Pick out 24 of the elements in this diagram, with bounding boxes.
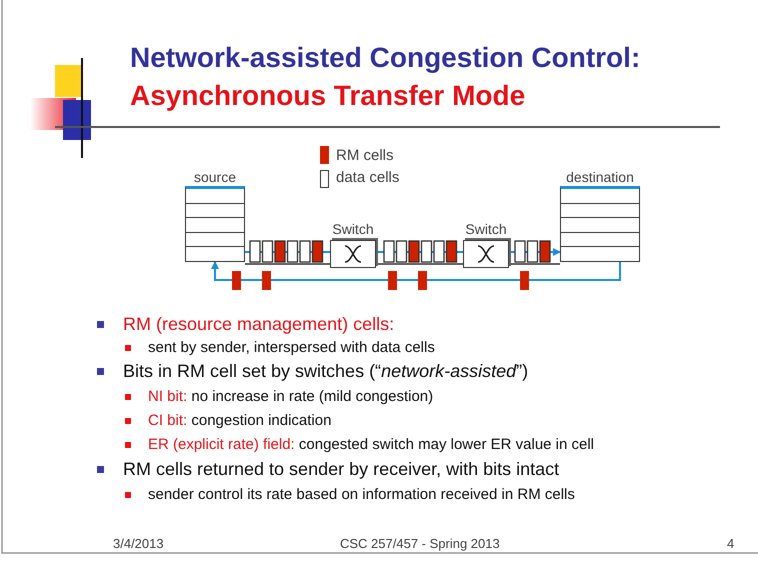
bullet-text: RM cells returned to sender by receiver, with bits intact: [123, 458, 560, 481]
link-line: [376, 263, 463, 265]
bullet-text: sender control its rate based on information received in RM cells: [148, 485, 575, 505]
bullet-text: ER (explicit rate) field: congested switch may lower ER value in cell: [148, 435, 594, 455]
legend-text: RM cells: [336, 147, 394, 164]
footer-course: CSC 257/457 - Spring 2013: [340, 536, 500, 551]
node-label: Switch: [332, 220, 374, 238]
arrow: [211, 261, 621, 281]
page-number: 4: [727, 536, 734, 551]
bullet-text: sent by sender, interspersed with data cells: [148, 338, 435, 358]
bullet-text: RM (resource management) cells:: [123, 313, 394, 336]
arrow: [509, 248, 561, 256]
slide-subtitle: Asynchronous Transfer Mode: [130, 80, 526, 112]
node-label: Switch: [465, 220, 507, 238]
node-label: destination: [566, 168, 634, 186]
bullet-text: Bits in RM cell set by switches (“network-assisted”): [123, 360, 528, 383]
bullet-text: CI bit: congestion indication: [148, 411, 332, 431]
bullet-text: NI bit: no increase in rate (mild congestion): [148, 387, 434, 407]
slide-title: Network-assisted Congestion Control:: [130, 42, 640, 74]
node-label: source: [194, 168, 236, 186]
link-line: [245, 263, 330, 265]
legend-text: data cells: [336, 169, 400, 186]
footer-date: 3/4/2013: [113, 536, 164, 551]
link-line: [509, 263, 560, 265]
